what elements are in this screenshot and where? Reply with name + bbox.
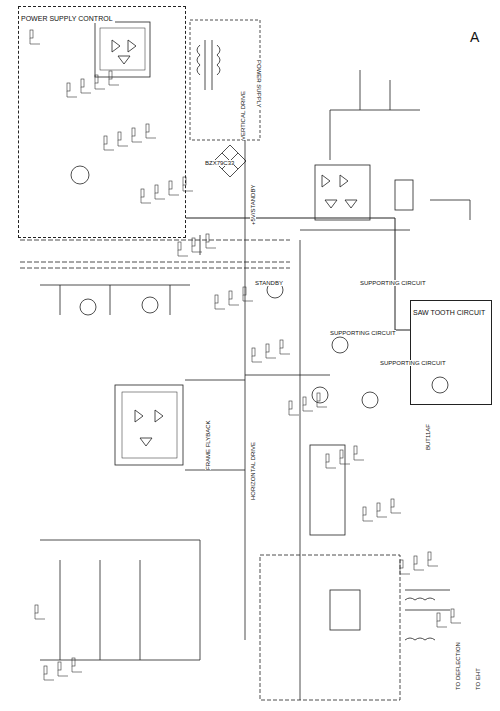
signal-label: TO DEFLECTION <box>455 642 461 690</box>
wire-connector <box>186 218 410 330</box>
region-title: SAW TOOTH CIRCUIT <box>411 308 487 317</box>
signal-label: A <box>470 30 479 44</box>
signal-label: HORIZONTAL DRIVE <box>250 442 256 500</box>
signal-label: STANDBY <box>255 280 283 286</box>
signal-label: +5V/STANDBY <box>250 185 256 225</box>
signal-label: FRAME FLYBACK <box>205 420 211 470</box>
signal-label: POWER SUPPLY <box>256 60 262 108</box>
region-title: POWER SUPPLY CONTROL <box>19 14 115 23</box>
circuit-region: POWER SUPPLY CONTROL <box>18 6 186 238</box>
signal-label: SUPPORTING CIRCUIT <box>380 360 446 366</box>
circuit-region: SAW TOOTH CIRCUIT <box>410 300 492 405</box>
signal-label: BZX79C33 <box>205 160 234 166</box>
signal-label: SUPPORTING CIRCUIT <box>360 280 426 286</box>
signal-label: BUT11AF <box>425 424 431 450</box>
signal-label: VERTICAL DRIVE <box>240 91 246 140</box>
signal-label: TO EHT <box>475 668 481 690</box>
signal-label: SUPPORTING CIRCUIT <box>330 330 396 336</box>
